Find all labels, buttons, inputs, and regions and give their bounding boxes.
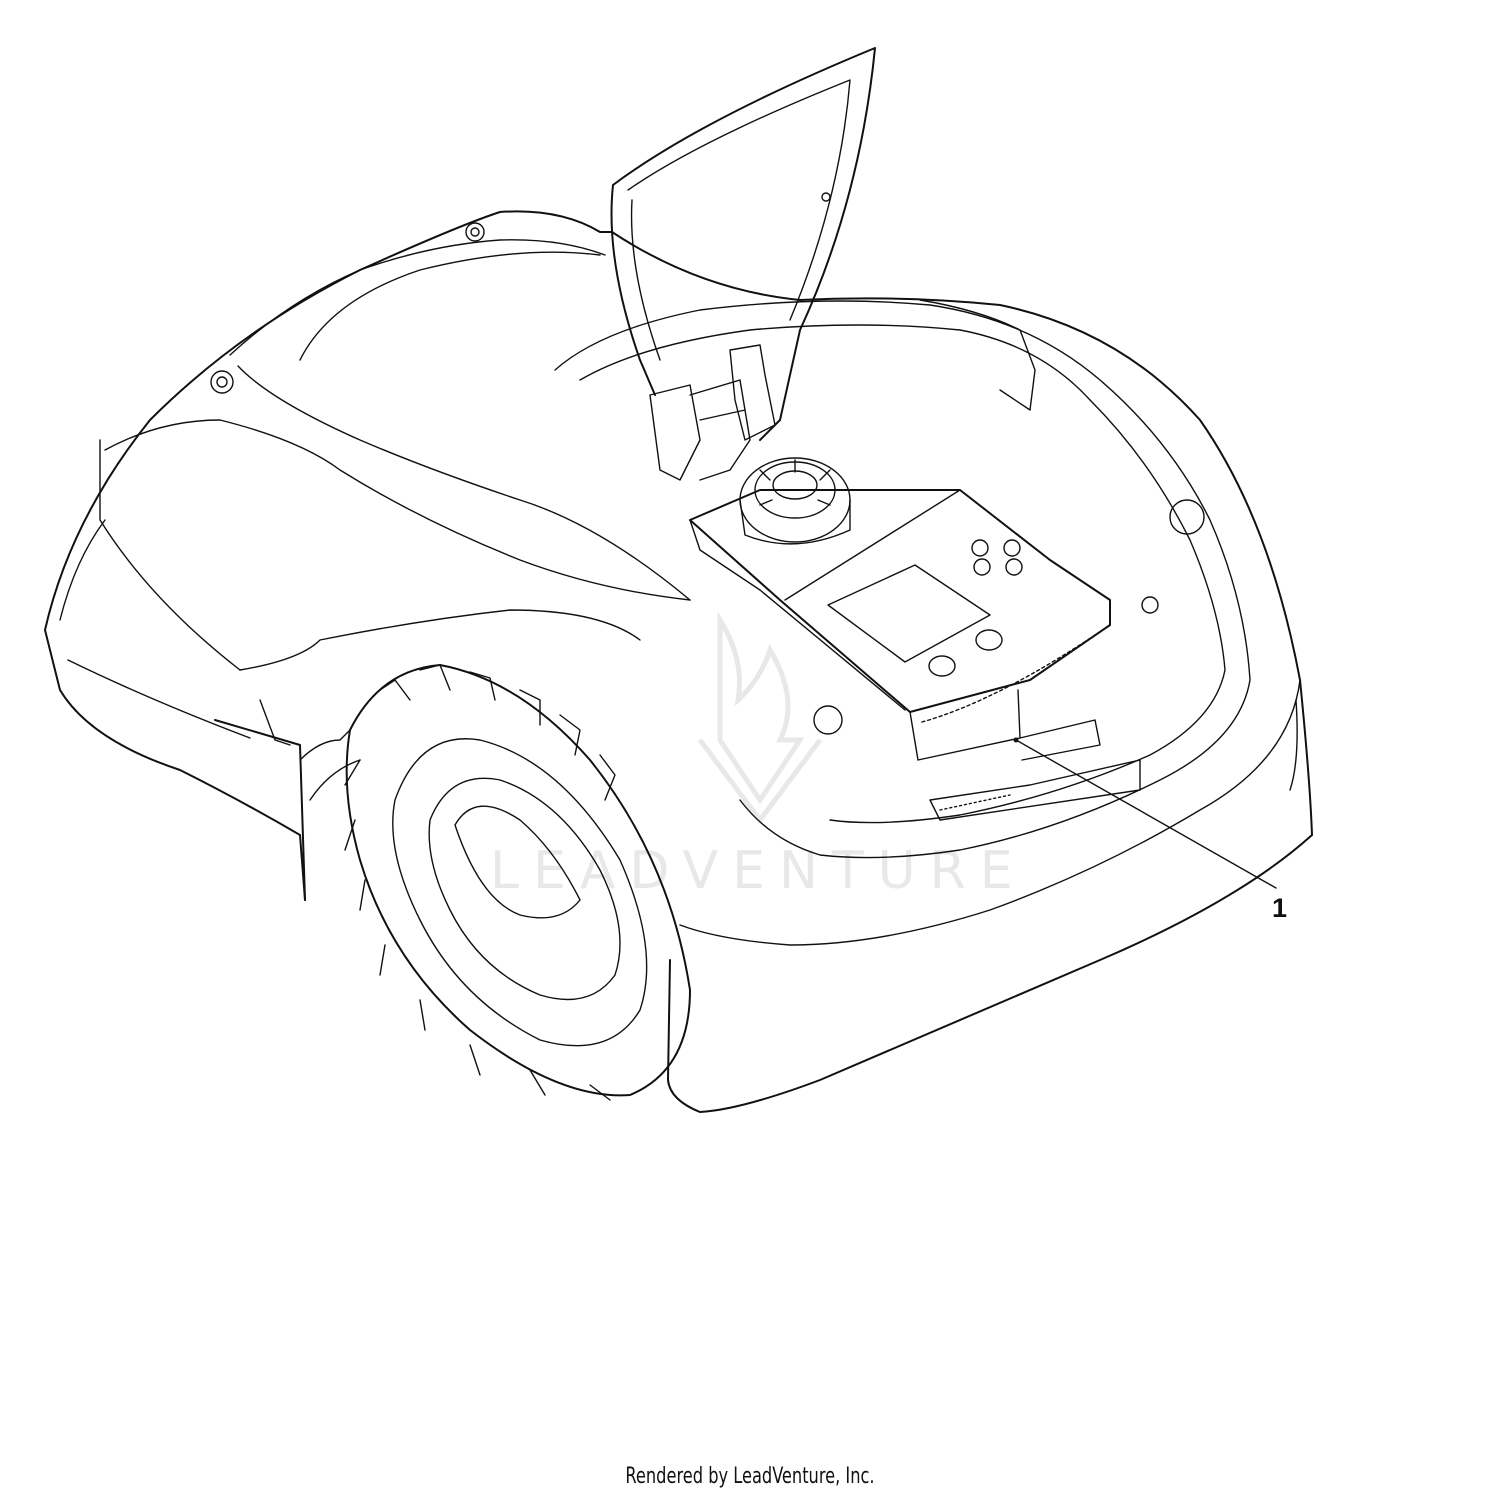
- callout-leader-1: [1013, 737, 1277, 889]
- open-lid: [610, 47, 876, 481]
- panel-button-2: [1003, 539, 1021, 557]
- control-panel: [689, 489, 1159, 821]
- panel-button-3: [973, 558, 991, 576]
- height-adjust-knob: [739, 457, 851, 545]
- mower-body-shell: [44, 210, 691, 901]
- leadventure-watermark: LEADVENTURE: [490, 611, 1027, 901]
- front-skirt: [299, 729, 361, 801]
- panel-button-1: [971, 539, 989, 557]
- callout-number-1: 1: [1272, 893, 1288, 923]
- display-screen: [827, 564, 991, 663]
- panel-button-6: [975, 629, 1003, 651]
- watermark-text: LEADVENTURE: [490, 841, 1027, 901]
- panel-button-4: [1005, 558, 1023, 576]
- rear-wheel: [344, 664, 691, 1101]
- render-credit: Rendered by LeadVenture, Inc.: [625, 1464, 875, 1489]
- panel-button-5: [928, 655, 956, 677]
- mower-rear-bumper: [554, 231, 1313, 1113]
